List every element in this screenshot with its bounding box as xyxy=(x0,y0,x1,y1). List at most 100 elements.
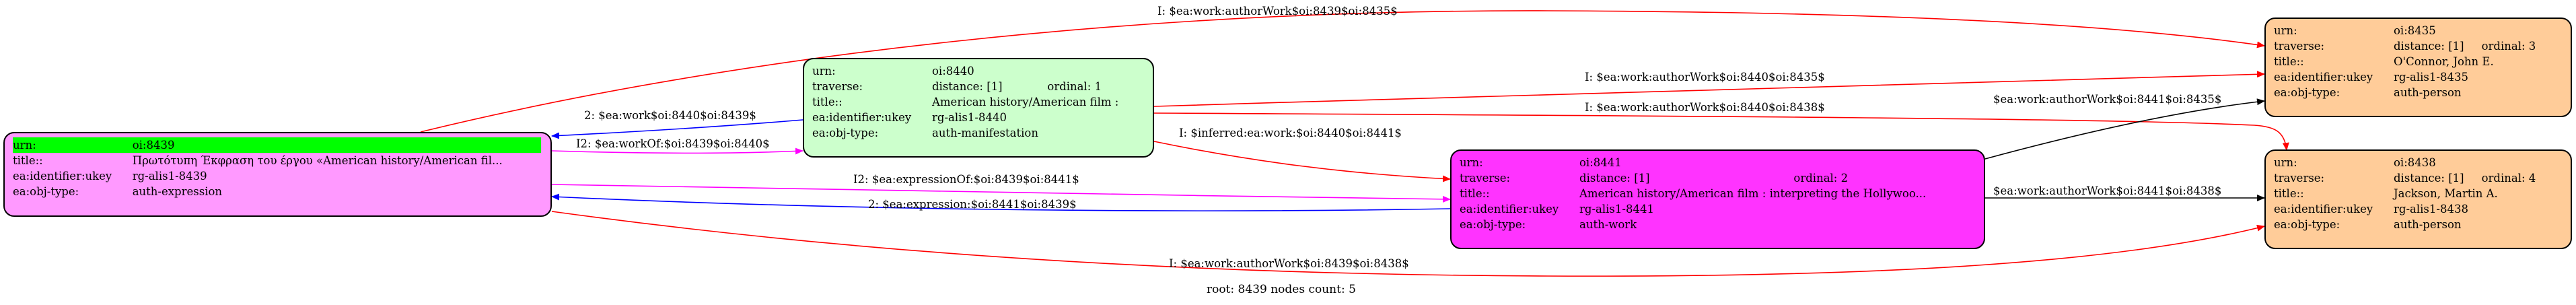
node-row: urn: oi:8438 xyxy=(2274,155,2536,170)
edge-label-e3: I: $ea:work:authorWork$oi:8440$oi:8438$ xyxy=(1585,101,1825,114)
row-value: oi:8440 xyxy=(932,65,974,77)
row-value: auth-person xyxy=(2394,218,2462,231)
node-8435[interactable]: urn: oi:8435 traverse:distance: [1]ordina… xyxy=(2264,18,2572,117)
row-key: urn: xyxy=(2274,24,2297,37)
row-value: auth-manifestation xyxy=(932,127,1038,139)
row-key: traverse: xyxy=(1460,172,1511,184)
row-value: auth-work xyxy=(1579,218,1637,231)
node-row: ea:obj-type: auth-person xyxy=(2274,217,2536,232)
row-value: rg-alis1-8435 xyxy=(2394,71,2468,83)
node-row: title::O'Connor, John E. xyxy=(2274,54,2536,69)
edge-label-e11: I: $ea:work:authorWork$oi:8439$oi:8438$ xyxy=(1169,257,1409,270)
row-value: auth-expression xyxy=(132,185,223,198)
row-extra: ordinal: 1 xyxy=(1047,80,1102,93)
node-row: ea:identifier:ukey rg-alis1-8438 xyxy=(2274,201,2536,217)
edge-8440-8438 xyxy=(1153,112,2289,151)
node-row: urn:oi:8439 xyxy=(13,137,541,153)
node-row: title::Jackson, Martin A. xyxy=(2274,186,2536,201)
node-row: ea:obj-type: auth-work xyxy=(1460,217,1926,232)
edge-label-e10: $ea:work:authorWork$oi:8441$oi:8438$ xyxy=(1993,184,2221,197)
edge-8439-8435 xyxy=(420,10,2265,133)
node-row: ea:identifier:ukey rg-alis1-8439 xyxy=(13,168,541,184)
node-row: ea:obj-type: auth-manifestation xyxy=(812,125,1118,141)
node-row: ea:identifier:ukey rg-alis1-8441 xyxy=(1460,201,1926,217)
row-key: title:: xyxy=(2274,187,2304,200)
row-key: title:: xyxy=(812,96,843,108)
row-key: ea:identifier:ukey xyxy=(812,111,912,124)
node-row: title::Πρωτότυπη Έκφραση του έργου «Amer… xyxy=(13,153,541,168)
row-value: oi:8441 xyxy=(1579,156,1622,169)
edge-8441-8435 xyxy=(1984,98,2265,160)
edge-8439-8441 xyxy=(551,184,1451,203)
row-value: distance: [1] xyxy=(2394,172,2464,184)
node-8439[interactable]: urn:oi:8439 title::Πρωτότυπη Έκφραση του… xyxy=(3,132,552,217)
row-value: Jackson, Martin A. xyxy=(2394,187,2498,200)
node-row: traverse: distance: [1] ordinal: 2 xyxy=(1460,170,1926,186)
node-row: ea:obj-type: auth-person xyxy=(2274,85,2536,100)
row-extra: ordinal: 4 xyxy=(2481,172,2536,184)
row-value: Πρωτότυπη Έκφραση του έργου «American hi… xyxy=(132,154,503,167)
row-value: rg-alis1-8439 xyxy=(132,170,207,182)
row-key: ea:obj-type: xyxy=(812,127,879,139)
node-row: title::American history/American film : … xyxy=(1460,186,1926,201)
row-key: traverse: xyxy=(2274,172,2325,184)
edge-label-e4: 2: $ea:work$oi:8440$oi:8439$ xyxy=(584,109,756,122)
row-key: urn: xyxy=(1460,156,1483,169)
row-key: ea:identifier:ukey xyxy=(13,170,112,182)
row-key: ea:obj-type: xyxy=(2274,218,2340,231)
row-value: American history/American film : interpr… xyxy=(1579,187,1927,200)
edge-8439-8438 xyxy=(551,211,2265,277)
edge-8439-8440 xyxy=(551,147,803,155)
edge-label-e5: I2: $ea:workOf:$oi:8439$oi:8440$ xyxy=(576,137,770,150)
edge-8440-8441 xyxy=(1153,141,1451,182)
row-value: rg-alis1-8438 xyxy=(2394,203,2468,215)
row-value: oi:8438 xyxy=(2394,156,2436,169)
row-key: urn: xyxy=(2274,156,2297,169)
row-key: ea:identifier:ukey xyxy=(2274,203,2373,215)
node-row: traverse: distance: [1] ordinal: 1 xyxy=(812,79,1118,94)
row-key: ea:identifier:ukey xyxy=(1460,203,1559,215)
row-key: traverse: xyxy=(2274,40,2325,53)
row-value: distance: [1] xyxy=(1579,172,1650,184)
row-value: rg-alis1-8441 xyxy=(1579,203,1654,215)
node-8438[interactable]: urn: oi:8438 traverse: distance: [1] ordina… xyxy=(2264,149,2572,249)
row-value: auth-person xyxy=(2394,86,2462,99)
node-row: ea:identifier:ukey rg-alis1-8440 xyxy=(812,110,1118,125)
row-value: oi:8439 xyxy=(132,137,541,153)
row-value: rg-alis1-8440 xyxy=(932,111,1007,124)
row-value: O'Connor, John E. xyxy=(2394,55,2494,68)
node-row: traverse: distance: [1] ordinal: 4 xyxy=(2274,170,2536,186)
edge-8441-8439 xyxy=(551,193,1451,211)
edge-label-e9: $ea:work:authorWork$oi:8441$oi:8435$ xyxy=(1993,93,2221,106)
row-value: distance: [1] xyxy=(932,80,1003,93)
node-row: urn: oi:8440 xyxy=(812,63,1118,79)
node-row: title::American history/American film : xyxy=(812,94,1118,110)
edge-label-e2: I: $ea:work:authorWork$oi:8440$oi:8435$ xyxy=(1585,71,1825,83)
node-8441[interactable]: urn: oi:8441 traverse: distance: [1] ordina… xyxy=(1450,149,1985,249)
row-value: American history/American film : xyxy=(932,96,1119,108)
row-key: ea:identifier:ukey xyxy=(2274,71,2373,83)
row-key: ea:obj-type: xyxy=(1460,218,1526,231)
node-row: ea:obj-type: auth-expression xyxy=(13,184,541,199)
node-row: urn: oi:8435 xyxy=(2274,23,2536,38)
row-key: title:: xyxy=(2274,55,2304,68)
edge-label-e6: I: $inferred:ea:work:$oi:8440$oi:8441$ xyxy=(1179,127,1402,139)
row-key: title:: xyxy=(1460,187,1490,200)
graph-footer: root: 8439 nodes count: 5 xyxy=(1207,283,1356,296)
row-key: urn: xyxy=(13,137,133,153)
row-value: oi:8435 xyxy=(2394,24,2436,37)
row-extra: ordinal: 3 xyxy=(2481,40,2536,53)
row-key: traverse: xyxy=(812,80,863,93)
edge-label-e1: I: $ea:work:authorWork$oi:8439$oi:8435$ xyxy=(1157,5,1398,18)
edge-8440-8439 xyxy=(551,119,803,139)
node-8440[interactable]: urn: oi:8440 traverse: distance: [1] ordina… xyxy=(803,58,1154,158)
edge-label-e7: I2: $ea:expressionOf:$oi:8439$oi:8441$ xyxy=(853,173,1079,186)
node-row: urn: oi:8441 xyxy=(1460,155,1926,170)
row-extra: ordinal: 2 xyxy=(1793,172,1849,184)
row-key: ea:obj-type: xyxy=(2274,86,2340,99)
row-key: urn: xyxy=(812,65,836,77)
row-key: title:: xyxy=(13,154,43,167)
row-key: ea:obj-type: xyxy=(13,185,79,198)
node-row: traverse:distance: [1]ordinal: 3 xyxy=(2274,38,2536,54)
